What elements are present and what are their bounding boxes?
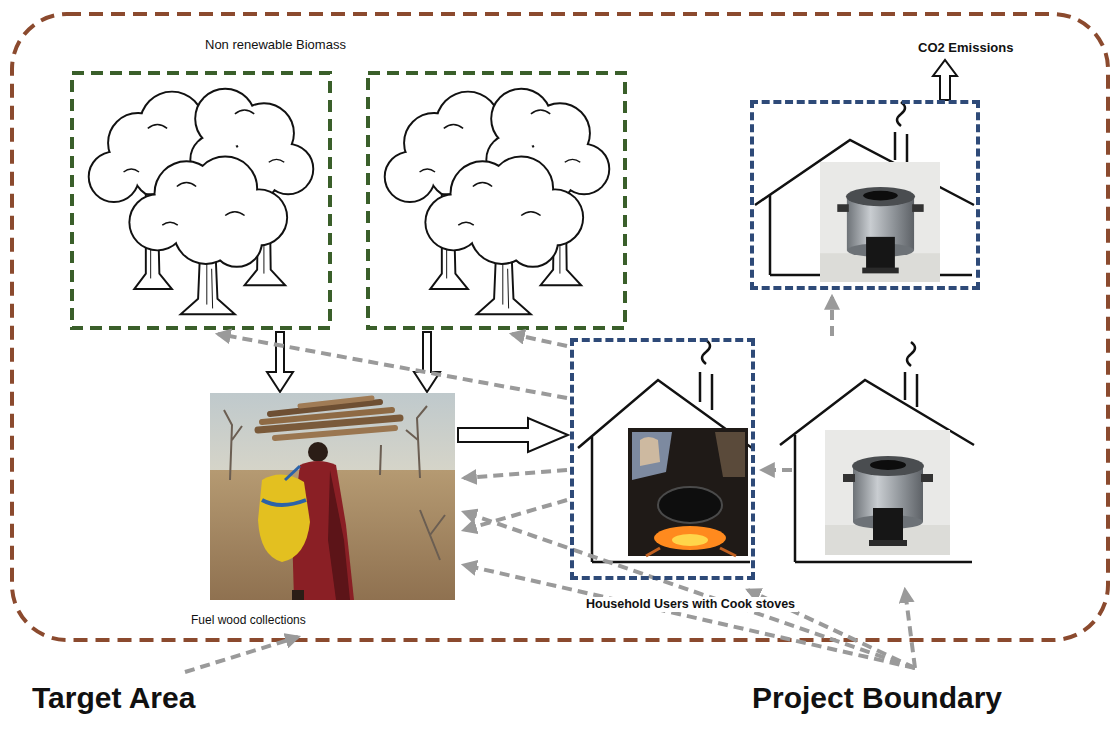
biomass-box xyxy=(368,73,625,328)
photo-node: Fuel wood collections xyxy=(210,393,455,600)
node-caption: CO2 Emissions xyxy=(918,40,1013,56)
area-label: Target Area xyxy=(32,680,195,716)
dashed-pointer xyxy=(185,297,915,672)
house-sketch xyxy=(578,340,752,562)
node-caption: Household Users with Cook stoves xyxy=(583,597,798,612)
emission-box: CO2 Emissions xyxy=(750,100,980,290)
cooking-fire-photo xyxy=(628,428,748,556)
fuelwood-photo xyxy=(210,393,455,600)
group-title: Non renewable Biomass xyxy=(205,37,346,53)
cookstove-photo xyxy=(820,162,940,282)
cookstove-photo xyxy=(825,430,950,555)
block-arrow xyxy=(458,418,568,452)
house-sketch xyxy=(780,342,974,562)
block-arrow xyxy=(267,60,957,392)
household-box: Household Users with Cook stoves xyxy=(570,338,755,580)
area-label: Project Boundary xyxy=(752,680,1002,716)
biomass-box xyxy=(72,73,330,328)
node-caption: Fuel wood collections xyxy=(188,613,309,627)
